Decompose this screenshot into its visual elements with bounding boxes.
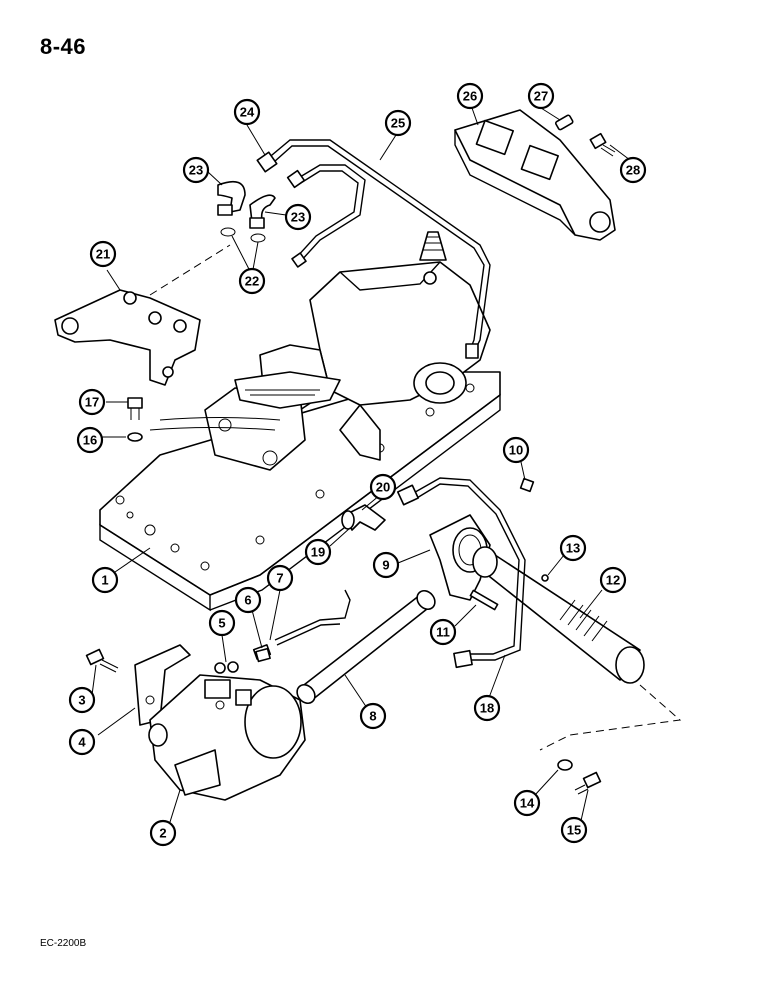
callout-19: 19 <box>304 538 332 566</box>
callout-14: 14 <box>513 789 541 817</box>
svg-text:26: 26 <box>463 89 477 104</box>
leader-lines <box>91 107 631 826</box>
callout-17: 17 <box>78 388 106 416</box>
cap-screw-15 <box>574 771 602 795</box>
callout-7: 7 <box>266 564 294 592</box>
callout-11: 11 <box>429 618 457 646</box>
callout-15: 15 <box>560 816 588 844</box>
rockshaft <box>472 546 645 684</box>
cap-screw-28 <box>589 132 616 157</box>
callout-28: 28 <box>619 156 647 184</box>
lift-arm <box>429 514 491 601</box>
svg-text:23: 23 <box>189 163 203 178</box>
callout-23-right: 23 <box>284 203 312 231</box>
svg-text:19: 19 <box>311 545 325 560</box>
svg-text:17: 17 <box>85 395 99 410</box>
callout-3: 3 <box>68 686 96 714</box>
svg-text:1: 1 <box>101 573 108 588</box>
svg-text:15: 15 <box>567 823 581 838</box>
pin-11 <box>469 589 499 611</box>
plug-10 <box>519 477 535 493</box>
cylinder-2 <box>148 674 306 801</box>
callout-13: 13 <box>559 534 587 562</box>
pipe-18 <box>396 477 526 669</box>
rockshaft-support <box>454 109 616 241</box>
svg-text:6: 6 <box>244 593 251 608</box>
callout-16: 16 <box>76 426 104 454</box>
callout-5: 5 <box>208 609 236 637</box>
svg-text:5: 5 <box>218 616 225 631</box>
washer-16 <box>127 432 143 442</box>
callout-21: 21 <box>89 240 117 268</box>
svg-text:3: 3 <box>78 693 85 708</box>
pipes-upper <box>256 139 491 359</box>
callout-8: 8 <box>359 702 387 730</box>
callout-26: 26 <box>456 82 484 110</box>
svg-text:23: 23 <box>291 210 305 225</box>
svg-text:4: 4 <box>78 735 86 750</box>
svg-text:9: 9 <box>382 558 389 573</box>
svg-text:11: 11 <box>436 625 450 640</box>
linkage-bracket <box>54 289 201 386</box>
svg-text:7: 7 <box>276 571 283 586</box>
svg-text:25: 25 <box>391 116 405 131</box>
svg-text:13: 13 <box>566 541 580 556</box>
callout-20: 20 <box>369 473 397 501</box>
washer-14 <box>557 759 573 771</box>
footer-code: EC-2200B <box>40 938 87 949</box>
callout-24: 24 <box>233 98 261 126</box>
callout-9: 9 <box>372 551 400 579</box>
svg-text:20: 20 <box>376 480 390 495</box>
callout-12: 12 <box>599 566 627 594</box>
svg-text:8: 8 <box>369 709 376 724</box>
callout-23-left: 23 <box>182 156 210 184</box>
cap-screw-3 <box>85 648 119 673</box>
svg-text:10: 10 <box>509 443 523 458</box>
callout-25: 25 <box>384 109 412 137</box>
svg-text:22: 22 <box>245 274 259 289</box>
svg-text:24: 24 <box>240 105 255 120</box>
elbow-fittings <box>217 180 276 243</box>
callout-22: 22 <box>238 267 266 295</box>
hardware-5 <box>214 661 239 674</box>
svg-text:2: 2 <box>159 826 166 841</box>
callout-18: 18 <box>473 694 501 722</box>
fitting-6 <box>255 647 271 663</box>
tube-8 <box>296 589 436 705</box>
callout-27: 27 <box>527 82 555 110</box>
pin <box>555 114 574 131</box>
svg-text:21: 21 <box>96 247 110 262</box>
control-valve <box>149 371 341 471</box>
svg-text:12: 12 <box>606 573 620 588</box>
page-number: 8-46 <box>40 34 87 59</box>
svg-text:14: 14 <box>520 796 535 811</box>
svg-text:27: 27 <box>534 89 548 104</box>
svg-text:16: 16 <box>83 433 97 448</box>
ball-13 <box>541 574 549 582</box>
callout-10: 10 <box>502 436 530 464</box>
svg-text:18: 18 <box>480 701 494 716</box>
elbow-19 <box>341 504 386 531</box>
svg-text:28: 28 <box>626 163 640 178</box>
bracket-4 <box>134 644 191 726</box>
callout-6: 6 <box>234 586 262 614</box>
callout-1: 1 <box>91 566 119 594</box>
cap-screw-17 <box>127 397 143 420</box>
callout-2: 2 <box>149 819 177 847</box>
callout-4: 4 <box>68 728 96 756</box>
